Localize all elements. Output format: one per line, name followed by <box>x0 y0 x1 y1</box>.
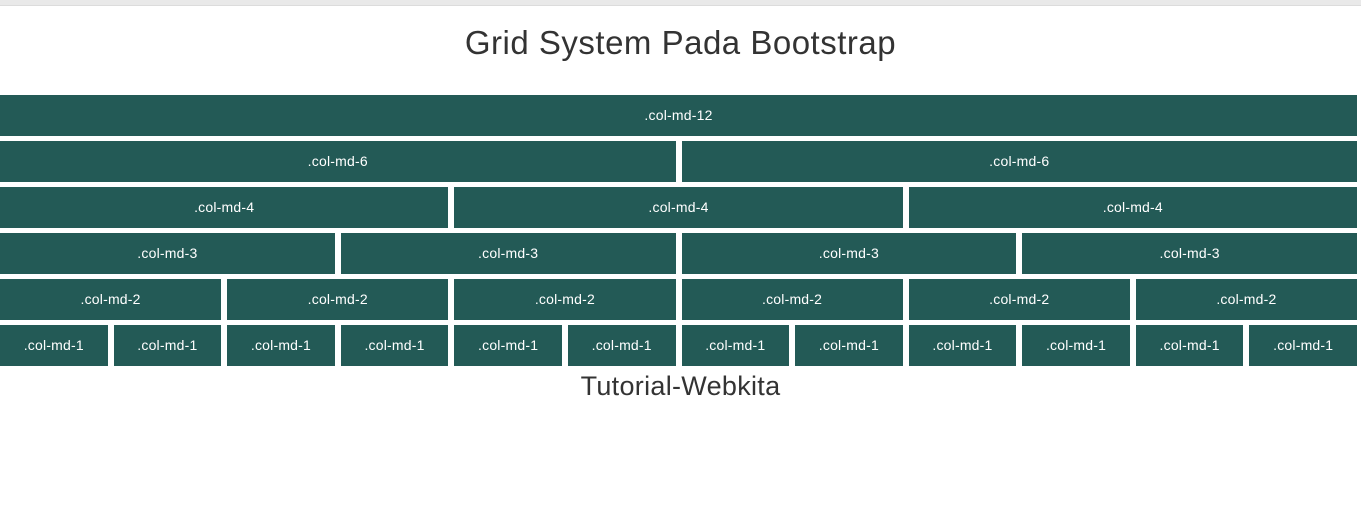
grid-cell-col-md-6: .col-md-6 <box>681 140 1357 182</box>
grid-cell-col-md-1: .col-md-1 <box>1249 324 1357 366</box>
grid-cell-col-md-4: .col-md-4 <box>0 186 449 228</box>
grid-cell-col-md-2: .col-md-2 <box>227 278 449 320</box>
grid-cell-col-md-1: .col-md-1 <box>681 324 790 366</box>
grid-cell-col-md-3: .col-md-3 <box>340 232 676 274</box>
grid-cell-col-md-1: .col-md-1 <box>340 324 449 366</box>
grid-cell-col-md-6: .col-md-6 <box>0 140 676 182</box>
grid-cell-col-md-1: .col-md-1 <box>795 324 903 366</box>
page-title: Grid System Pada Bootstrap <box>464 24 897 61</box>
grid-cell-col-md-1: .col-md-1 <box>1135 324 1244 366</box>
grid-cell-col-md-4: .col-md-4 <box>454 186 903 228</box>
grid-cell-col-md-1: .col-md-1 <box>0 324 108 366</box>
grid-row-md-2: .col-md-2 .col-md-2 .col-md-2 .col-md-2 … <box>0 278 1357 320</box>
grid-cell-col-md-2: .col-md-2 <box>1135 278 1357 320</box>
grid-cell-col-md-2: .col-md-2 <box>681 278 903 320</box>
grid-row-md-12: .col-md-12 <box>0 94 1357 136</box>
grid-row-md-6: .col-md-6 .col-md-6 <box>0 140 1357 182</box>
grid-cell-col-md-1: .col-md-1 <box>908 324 1017 366</box>
grid-cell-col-md-3: .col-md-3 <box>1022 232 1357 274</box>
grid-cell-col-md-2: .col-md-2 <box>908 278 1130 320</box>
grid-cell-col-md-1: .col-md-1 <box>1022 324 1130 366</box>
grid-cell-col-md-2: .col-md-2 <box>454 278 676 320</box>
grid-cell-col-md-3: .col-md-3 <box>0 232 335 274</box>
grid-cell-col-md-12: .col-md-12 <box>0 94 1357 136</box>
grid-row-md-3: .col-md-3 .col-md-3 .col-md-3 .col-md-3 <box>0 232 1357 274</box>
grid-cell-col-md-1: .col-md-1 <box>567 324 676 366</box>
top-strip <box>0 0 1361 6</box>
grid-cell-col-md-1: .col-md-1 <box>227 324 335 366</box>
grid-cell-col-md-2: .col-md-2 <box>0 278 222 320</box>
grid-cell-col-md-3: .col-md-3 <box>681 232 1017 274</box>
grid-cell-col-md-1: .col-md-1 <box>113 324 222 366</box>
grid-cell-col-md-4: .col-md-4 <box>908 186 1357 228</box>
grid-cell-col-md-1: .col-md-1 <box>454 324 562 366</box>
grid-row-md-1: .col-md-1 .col-md-1 .col-md-1 .col-md-1 … <box>0 324 1357 366</box>
grid-row-md-4: .col-md-4 .col-md-4 .col-md-4 <box>0 186 1357 228</box>
footer-title: Tutorial-Webkita <box>580 370 781 401</box>
grid-demo: .col-md-12 .col-md-6 .col-md-6 .col-md-4… <box>0 94 1361 366</box>
